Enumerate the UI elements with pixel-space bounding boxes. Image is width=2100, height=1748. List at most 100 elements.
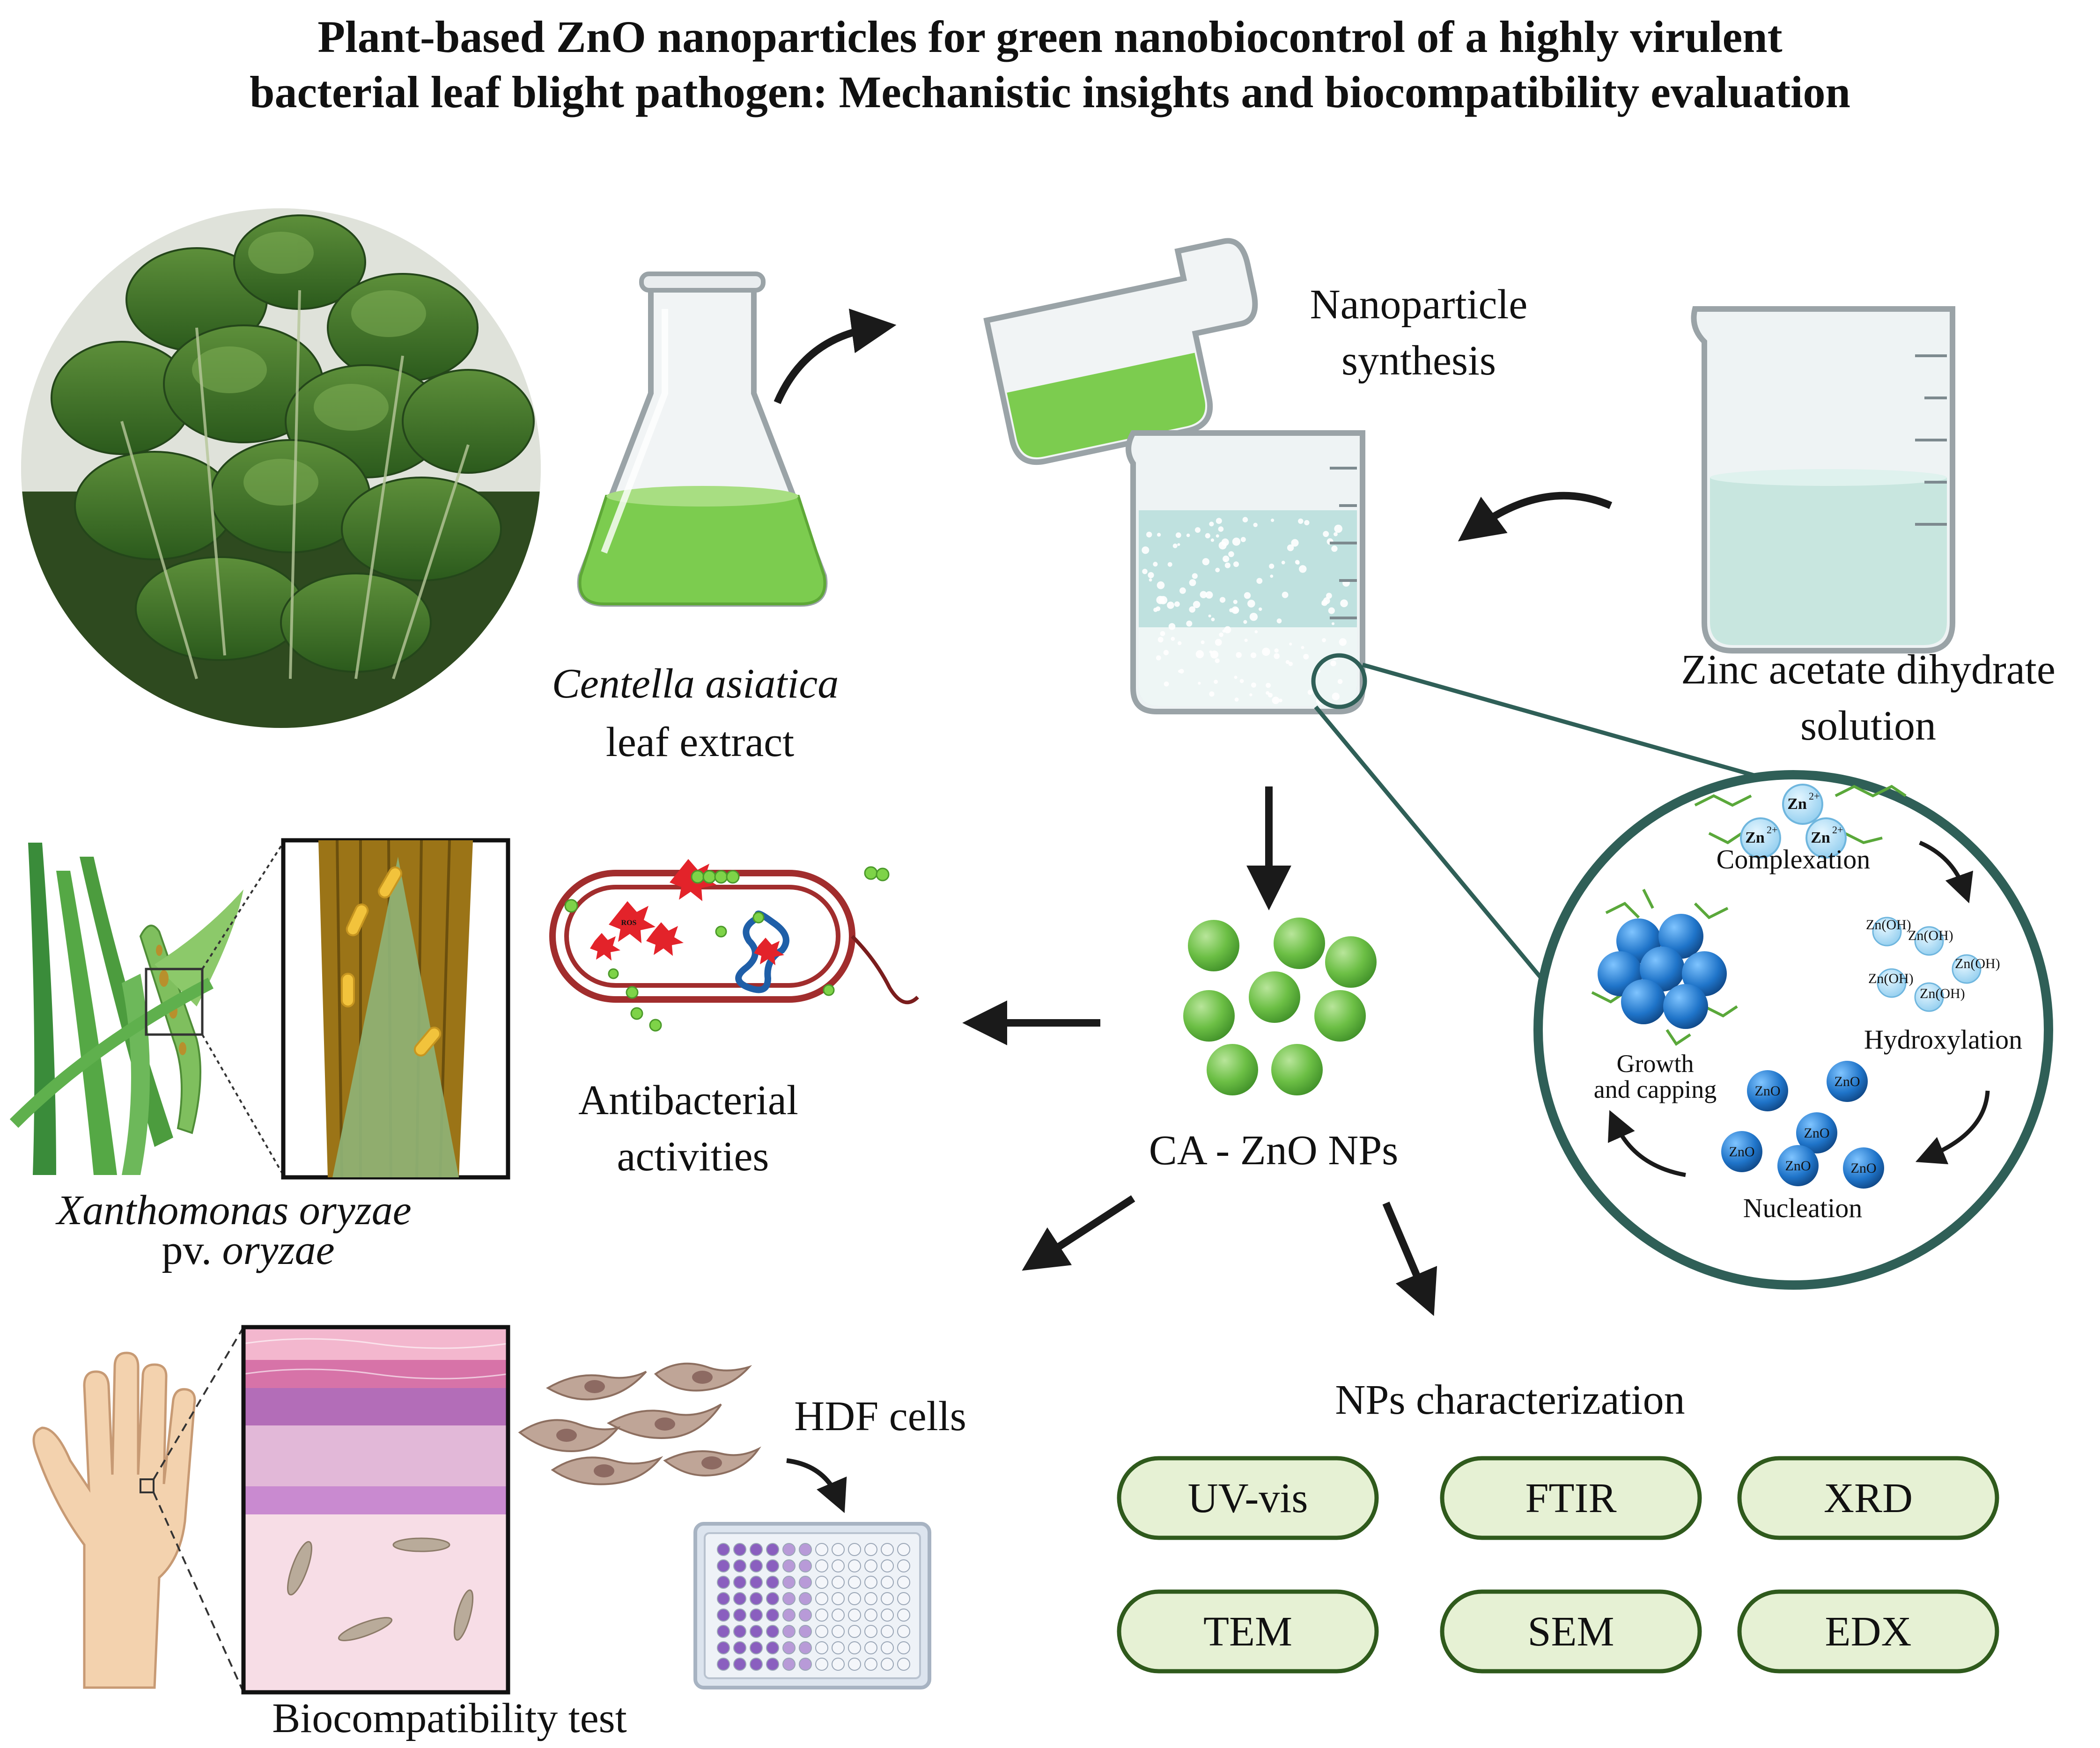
- precipitate-speck: [1209, 691, 1215, 697]
- precipitate-speck: [1247, 600, 1255, 608]
- precipitate-speck: [1175, 532, 1181, 538]
- zno-label-3: ZnO: [1804, 1125, 1830, 1141]
- precipitate-speck: [1186, 533, 1190, 537]
- precipitate-speck: [1218, 541, 1227, 550]
- arrow-cells-to-plate: [786, 1458, 847, 1513]
- precipitate-speck: [1189, 579, 1196, 586]
- precipitate-speck: [1174, 601, 1180, 607]
- pathogen-species: Xanthomonas oryzae: [55, 1187, 411, 1234]
- precipitate-speck: [1179, 668, 1184, 674]
- plate-well: [832, 1658, 845, 1671]
- precipitate-speck: [1234, 698, 1239, 702]
- arrow-nps-to-characterization: [1382, 1201, 1437, 1316]
- precipitate-speck: [1289, 642, 1292, 646]
- precipitate-speck: [1244, 639, 1248, 642]
- precipitate-speck: [1205, 591, 1213, 599]
- plate-well: [750, 1592, 763, 1605]
- plate-well: [864, 1625, 877, 1638]
- zn-ion-complex: Zn 2+ Zn 2+ Zn 2+: [1694, 784, 1907, 859]
- precipitate-speck: [1249, 693, 1253, 697]
- precipitate-speck: [1195, 650, 1204, 659]
- plate-well: [782, 1543, 796, 1556]
- ros-label: ROS: [621, 919, 637, 927]
- precipitate-speck: [1146, 531, 1152, 538]
- precipitate-speck: [1326, 593, 1332, 599]
- growth-label-1: Growth: [1617, 1050, 1694, 1078]
- well-plate-96: [693, 1522, 931, 1689]
- precipitate-speck: [1321, 602, 1325, 606]
- plate-wells: [717, 1543, 910, 1671]
- precipitate-speck: [1192, 573, 1198, 579]
- plate-well: [733, 1625, 746, 1638]
- precipitate-speck: [1216, 518, 1222, 524]
- precipitate-speck: [1153, 562, 1158, 567]
- plate-well: [782, 1592, 796, 1605]
- arrow-zinc-to-beaker: [1458, 492, 1613, 542]
- znoh-label-3: Zn(OH): [1955, 956, 2000, 971]
- znoh-label-4: Zn(OH): [1868, 971, 1914, 986]
- zn-hydroxide-group: Zn(OH) Zn(OH) Zn(OH) Zn(OH) Zn(OH): [1866, 917, 2000, 1012]
- plate-well: [848, 1592, 861, 1605]
- precipitate-speck: [1323, 531, 1329, 537]
- plate-well: [799, 1625, 812, 1638]
- precipitate-speck: [1301, 646, 1304, 649]
- precipitate-speck: [1239, 679, 1244, 683]
- plate-well: [750, 1641, 763, 1654]
- characterization-heading: NPs characterization: [1335, 1377, 1685, 1423]
- precipitate-speck: [1157, 581, 1165, 589]
- precipitate-speck: [1334, 532, 1338, 536]
- characterization-methods: UV-vis FTIR XRD TEM SEM EDX: [1117, 1456, 1999, 1674]
- growth-label-2: and capping: [1594, 1075, 1717, 1103]
- precipitate-speck: [1142, 546, 1149, 554]
- plate-well: [864, 1592, 877, 1605]
- plate-well: [766, 1543, 779, 1556]
- zoom-circle: [1311, 653, 1367, 709]
- plate-well: [881, 1576, 894, 1589]
- arrow-flask-to-pour: [774, 308, 897, 404]
- precipitate-speck: [1205, 533, 1210, 538]
- znoh-label-5: Zn(OH): [1920, 986, 1965, 1001]
- method-label-edx: EDX: [1825, 1608, 1912, 1655]
- plate-well: [717, 1543, 730, 1556]
- plate-well: [733, 1559, 746, 1572]
- plate-well: [782, 1625, 796, 1638]
- plate-well: [799, 1658, 812, 1671]
- precipitate-speck: [1250, 652, 1257, 659]
- hand-illustration: [32, 1326, 244, 1693]
- plate-well: [717, 1559, 730, 1572]
- plate-well: [832, 1576, 845, 1589]
- method-uv-vis: UV-vis: [1117, 1456, 1379, 1540]
- precipitate-speck: [1171, 637, 1175, 641]
- precipitate-speck: [1209, 650, 1212, 654]
- plate-well: [815, 1592, 828, 1605]
- plate-well: [766, 1641, 779, 1654]
- plate-well: [848, 1608, 861, 1622]
- precipitate-speck: [1156, 655, 1161, 661]
- plate-well: [881, 1543, 894, 1556]
- precipitate-speck: [1168, 623, 1176, 630]
- precipitate-speck: [1276, 618, 1282, 624]
- precipitate-speck: [1281, 560, 1285, 565]
- precipitate-speck: [1251, 682, 1256, 688]
- precipitate-speck: [1270, 574, 1274, 578]
- precipitate-speck: [1249, 613, 1258, 621]
- precipitate-speck: [1322, 638, 1326, 642]
- znoh-label-1: Zn(OH): [1866, 917, 1911, 933]
- precipitate-speck: [1298, 518, 1304, 524]
- precipitate-speck: [1233, 600, 1238, 604]
- precipitate-speck: [1330, 660, 1336, 667]
- plate-well: [832, 1543, 845, 1556]
- plate-well: [766, 1576, 779, 1589]
- precipitate-speck: [1157, 533, 1161, 537]
- precipitate-speck: [1243, 620, 1247, 624]
- precipitate-speck: [1240, 537, 1246, 542]
- synthesis-label-2: synthesis: [1341, 338, 1496, 384]
- precipitate-speck: [1272, 697, 1280, 705]
- plate-well: [733, 1592, 746, 1605]
- zno-nuclei: ZnO ZnO ZnO ZnO ZnO ZnO: [1721, 1061, 1884, 1189]
- bacterium-cell: ROS: [549, 859, 919, 1032]
- plate-well: [815, 1576, 828, 1589]
- hdf-fibroblast-cells: [518, 1362, 761, 1485]
- plate-well: [832, 1592, 845, 1605]
- plate-well: [815, 1658, 828, 1671]
